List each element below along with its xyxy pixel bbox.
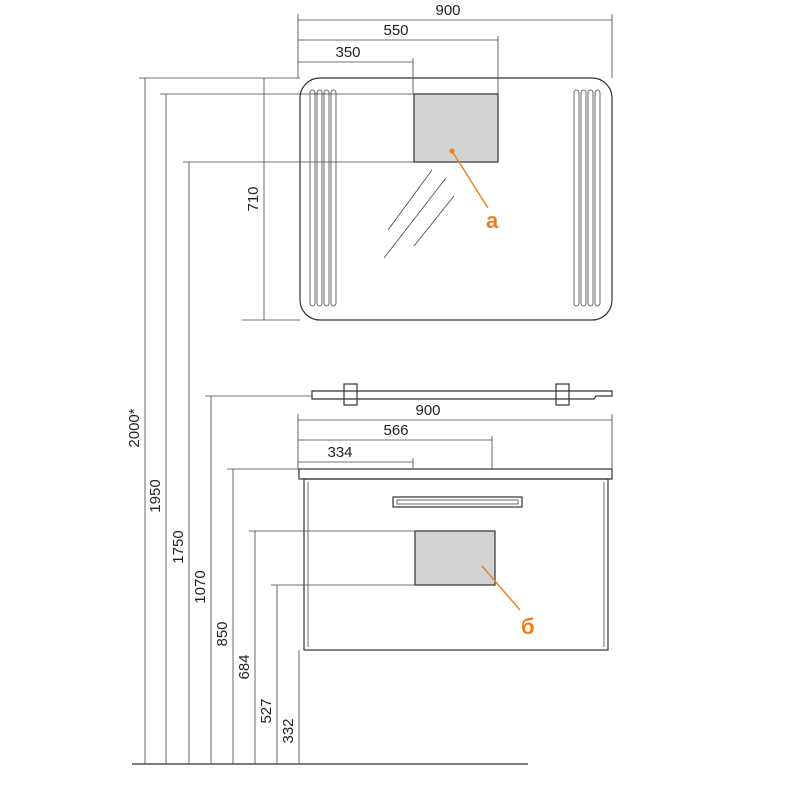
shelf-bracket-right	[555, 383, 570, 406]
height-dim-lines	[139, 77, 415, 764]
glass-shelf	[311, 390, 613, 400]
mirror-width-total: 900	[435, 2, 460, 19]
cabinet-width-left: 334	[327, 444, 352, 461]
cabinet-width-total: 900	[415, 402, 440, 419]
height-684: 684	[236, 654, 253, 679]
mirror-width-dims	[297, 14, 613, 94]
towel-bar-inner	[396, 499, 519, 505]
countertop	[298, 468, 613, 480]
zone-b-label: б	[521, 614, 535, 639]
height-1750: 1750	[170, 530, 187, 563]
cabinet-width-mid: 566	[383, 422, 408, 439]
mirror-width-left: 350	[335, 44, 360, 61]
mirror-outline	[299, 77, 613, 321]
height-1070: 1070	[192, 570, 209, 603]
mirror-width-mid: 550	[383, 22, 408, 39]
height-1950: 1950	[147, 479, 164, 512]
cabinet-body	[303, 478, 609, 651]
shelf-bracket-left	[343, 383, 358, 406]
mirror-glare	[383, 169, 455, 259]
zone-a-label: а	[486, 208, 499, 233]
cabinet-zone-b	[414, 530, 496, 586]
height-332: 332	[280, 718, 297, 743]
height-527: 527	[258, 698, 275, 723]
towel-bar	[392, 496, 523, 508]
mirror-right-grooves	[573, 89, 601, 307]
mirror-zone-a	[413, 93, 499, 163]
mirror-height: 710	[245, 186, 262, 211]
height-2000: 2000*	[126, 408, 143, 447]
mirror-height-dim	[242, 78, 300, 321]
mirror-left-grooves	[309, 89, 337, 307]
zone-b-leader	[481, 565, 521, 611]
cabinet-width-dims	[297, 414, 613, 469]
zone-a-leader	[451, 150, 489, 209]
height-850: 850	[214, 621, 231, 646]
